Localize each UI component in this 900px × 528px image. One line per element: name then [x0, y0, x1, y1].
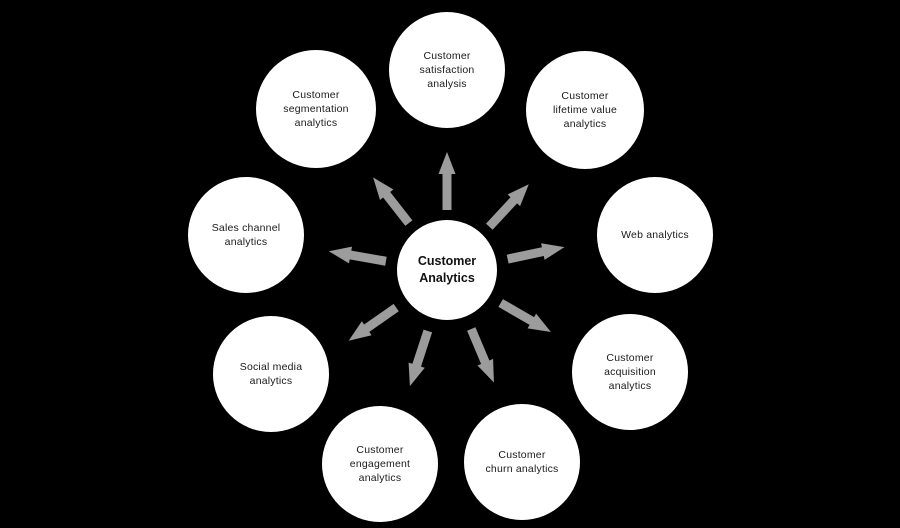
node-customer-engagement: Customer engagement analytics: [322, 406, 438, 522]
node-label: Sales channel analytics: [211, 222, 281, 248]
arrow-to-engagement: [408, 329, 433, 387]
node-label: Customer lifetime value analytics: [552, 90, 618, 130]
node-customer-segmentation: Customer segmentation analytics: [256, 50, 376, 168]
node-customer-lifetime-value: Customer lifetime value analytics: [526, 51, 644, 169]
arrow-to-social-media: [348, 303, 399, 341]
node-label: Customer satisfaction analysis: [419, 50, 475, 90]
arrow-to-web: [506, 243, 565, 264]
arrow-to-lifetime-value: [486, 184, 529, 230]
node-label: Customer acquisition analytics: [604, 352, 656, 392]
node-customer-acquisition: Customer acquisition analytics: [572, 314, 688, 430]
center-node: Customer Analytics: [397, 220, 497, 320]
node-label: Customer engagement analytics: [349, 444, 411, 484]
arrow-to-churn: [467, 327, 494, 383]
node-label: Social media analytics: [239, 361, 303, 387]
center-label: Customer Analytics: [417, 254, 477, 285]
node-social-media: Social media analytics: [213, 316, 329, 432]
arrow-to-satisfaction: [438, 152, 456, 210]
node-label: Customer segmentation analytics: [283, 89, 349, 129]
arrow-to-segmentation: [373, 177, 413, 226]
node-label: Customer churn analytics: [485, 449, 559, 475]
arrow-to-acquisition: [498, 299, 551, 332]
node-customer-churn: Customer churn analytics: [464, 404, 580, 520]
node-customer-satisfaction: Customer satisfaction analysis: [389, 12, 505, 128]
node-label: Web analytics: [621, 229, 689, 241]
node-web-analytics: Web analytics: [597, 177, 713, 293]
node-sales-channel: Sales channel analytics: [188, 177, 304, 293]
arrow-to-sales-channel: [328, 246, 387, 266]
